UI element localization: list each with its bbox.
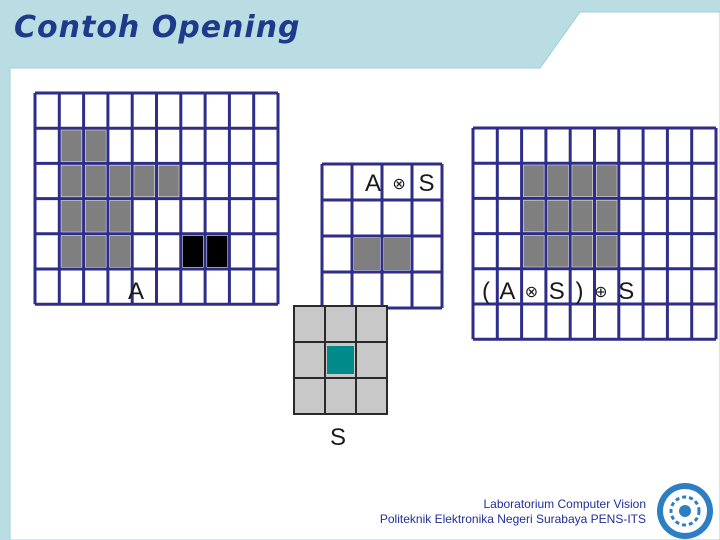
filled-cell bbox=[384, 238, 410, 270]
filled-cell bbox=[158, 165, 179, 197]
structuring-cell bbox=[293, 305, 326, 343]
structuring-element-grid bbox=[293, 305, 388, 415]
filled-cell bbox=[85, 130, 106, 162]
filled-cell bbox=[85, 235, 106, 267]
filled-cell bbox=[61, 235, 82, 267]
filled-cell bbox=[523, 165, 544, 197]
page-title: Contoh Opening bbox=[14, 10, 301, 45]
opening-label-a: A bbox=[499, 278, 515, 305]
filled-cell bbox=[134, 165, 155, 197]
filled-cell bbox=[596, 200, 617, 232]
structuring-cell bbox=[324, 305, 357, 343]
structuring-cell bbox=[355, 305, 388, 343]
structuring-origin-marker bbox=[327, 346, 354, 374]
grid-opening-result bbox=[471, 126, 718, 341]
structuring-cell bbox=[355, 341, 388, 379]
origin-cell bbox=[182, 235, 204, 267]
filled-cell bbox=[354, 238, 380, 270]
structuring-cell bbox=[324, 377, 357, 415]
opening-erosion-symbol: ⊗ bbox=[524, 284, 539, 301]
footer-institution: Politeknik Elektronika Negeri Surabaya P… bbox=[379, 512, 646, 526]
filled-cell bbox=[596, 235, 617, 267]
filled-cell bbox=[523, 200, 544, 232]
filled-cell bbox=[109, 235, 131, 267]
label-erosion: A ⊗ S bbox=[365, 170, 434, 198]
filled-cell bbox=[109, 200, 131, 232]
filled-cell bbox=[109, 165, 131, 197]
filled-cell bbox=[61, 165, 82, 197]
filled-cell bbox=[547, 200, 569, 232]
erosion-label-s: S bbox=[418, 170, 435, 197]
opening-open-paren: ( bbox=[482, 278, 490, 305]
opening-close-paren: ) bbox=[575, 278, 584, 305]
footer-lab-name: Laboratorium Computer Vision bbox=[483, 497, 646, 511]
filled-cell bbox=[547, 165, 569, 197]
filled-cell bbox=[85, 200, 106, 232]
filled-cell bbox=[85, 165, 106, 197]
filled-cell bbox=[572, 235, 593, 267]
structuring-cell bbox=[293, 377, 326, 415]
filled-cell bbox=[523, 235, 544, 267]
filled-cell bbox=[61, 200, 82, 232]
pens-its-logo-icon bbox=[657, 483, 713, 539]
grid-erosion-result bbox=[320, 162, 444, 310]
filled-cell bbox=[596, 165, 617, 197]
opening-label-s1: S bbox=[548, 278, 565, 305]
filled-cell bbox=[572, 165, 593, 197]
erosion-operator-symbol: ⊗ bbox=[392, 176, 406, 193]
label-opening: ( A ⊗ S ) ⊕ S bbox=[482, 278, 634, 306]
filled-cell bbox=[572, 200, 593, 232]
opening-label-s2: S bbox=[618, 278, 635, 305]
structuring-cell bbox=[293, 341, 326, 379]
origin-cell bbox=[207, 235, 228, 267]
filled-cell bbox=[61, 130, 82, 162]
erosion-label-a: A bbox=[365, 170, 380, 197]
label-s: S bbox=[330, 424, 347, 451]
grid-a bbox=[33, 91, 280, 306]
opening-dilation-symbol: ⊕ bbox=[594, 284, 608, 301]
label-a: A bbox=[128, 278, 145, 305]
structuring-cell bbox=[355, 377, 388, 415]
filled-cell bbox=[547, 235, 569, 267]
